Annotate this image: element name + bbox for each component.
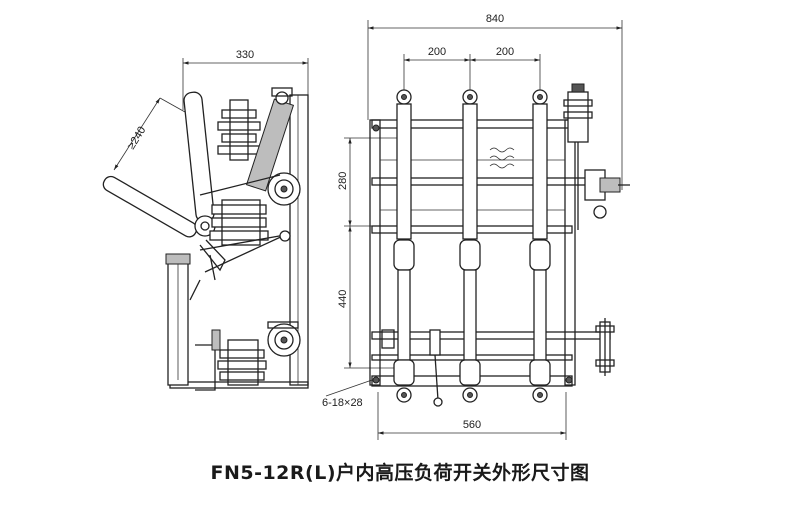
earthing-switch-detail [381,329,443,407]
hole-spec-label: 6-18×28 [322,397,363,409]
arc-chute-detail [489,147,515,169]
handwheel [595,318,615,376]
base-width-label: 560 [463,419,481,431]
pole-spacing-right-label: 200 [496,46,514,58]
handle-swing-label: ≥240 [125,125,148,152]
figure-caption: FN5-12R(L)户内高压负荷开关外形尺寸图 [210,462,590,484]
handle-swing-dimension: ≥240 [113,97,186,171]
side-width-dimension: 330 [182,49,309,110]
overall-width-dimension: 840 [367,13,623,190]
lower-height-label: 440 [337,290,349,308]
side-view: 330 ≥240 [102,49,309,391]
mounting-hole-callout: 6-18×28 [322,379,373,409]
pole-3 [529,89,551,403]
vertical-dimensions: 280 440 [337,137,400,369]
upper-height-label: 280 [337,172,349,190]
side-width-label: 330 [236,49,254,61]
middle-insulator [209,199,269,246]
front-view: 840 200 200 280 440 6-18×28 [322,13,630,440]
pole-2 [459,89,481,403]
upper-insulator [217,99,261,161]
overall-width-label: 840 [486,13,504,25]
pole-1 [393,89,415,403]
lower-insulator [217,339,267,386]
base-width-dimension: 560 [377,392,567,440]
operating-mechanism [584,169,630,219]
auxiliary-insulator [563,83,593,230]
pole-spacing-left-label: 200 [428,46,446,58]
side-back-plate [289,94,309,386]
pole-spacing-dimension: 200 200 [403,46,541,95]
upper-blade-arm [245,87,301,206]
operating-handle [102,91,216,238]
